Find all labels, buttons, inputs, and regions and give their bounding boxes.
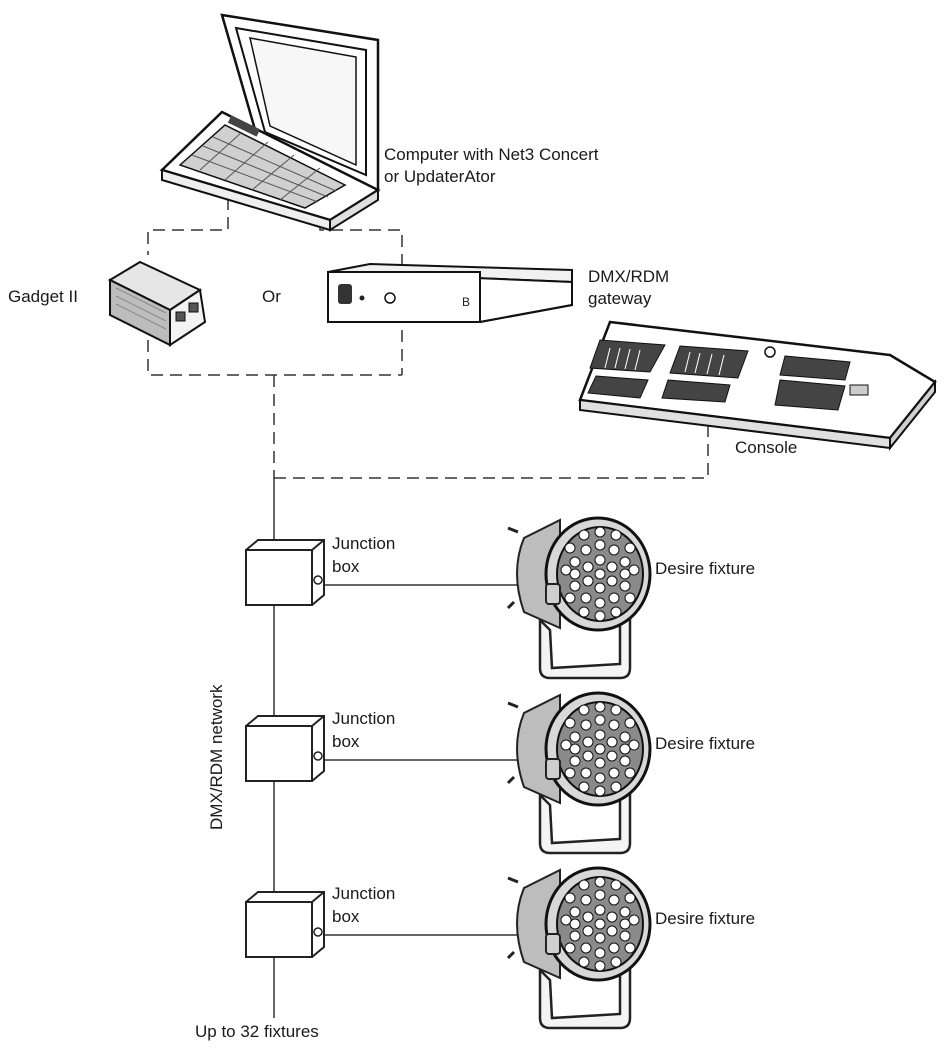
junction-box-1 [245,539,325,606]
junction-box-3 [245,891,325,958]
gateway-label-line1: DMX/RDM [588,267,670,286]
console-label: Console [735,438,798,457]
junction-label-1-line1: Junction [332,534,396,553]
dmx-rdm-gateway: B [327,262,573,323]
desire-fixture-3 [506,866,652,1030]
desire-fixture-1 [506,516,652,680]
fixture-label-3: Desire fixture [655,909,756,928]
computer-label-line1: Computer with Net3 Concert [384,145,599,164]
gadget-label: Gadget II [8,287,78,306]
junction-box-2 [245,715,325,782]
network-label: DMX/RDM network [207,684,226,830]
fixture-count-label: Up to 32 fixtures [195,1022,319,1041]
desire-fixture-2 [506,691,652,855]
junction-label-1-line2: box [332,557,360,576]
or-label: Or [262,287,281,306]
gadget-ii-device [107,260,207,347]
junction-label-3-line1: Junction [332,884,396,903]
fixture-label-1: Desire fixture [655,559,756,578]
computer-label-line2: or UpdaterAtor [384,167,496,186]
laptop-computer [159,13,381,232]
gateway-label-line2: gateway [588,289,652,308]
lighting-console [578,320,937,451]
fixture-label-2: Desire fixture [655,734,756,753]
svg-text:B: B [462,295,470,309]
junction-label-2-line1: Junction [332,709,396,728]
junction-label-3-line2: box [332,907,360,926]
junction-label-2-line2: box [332,732,360,751]
